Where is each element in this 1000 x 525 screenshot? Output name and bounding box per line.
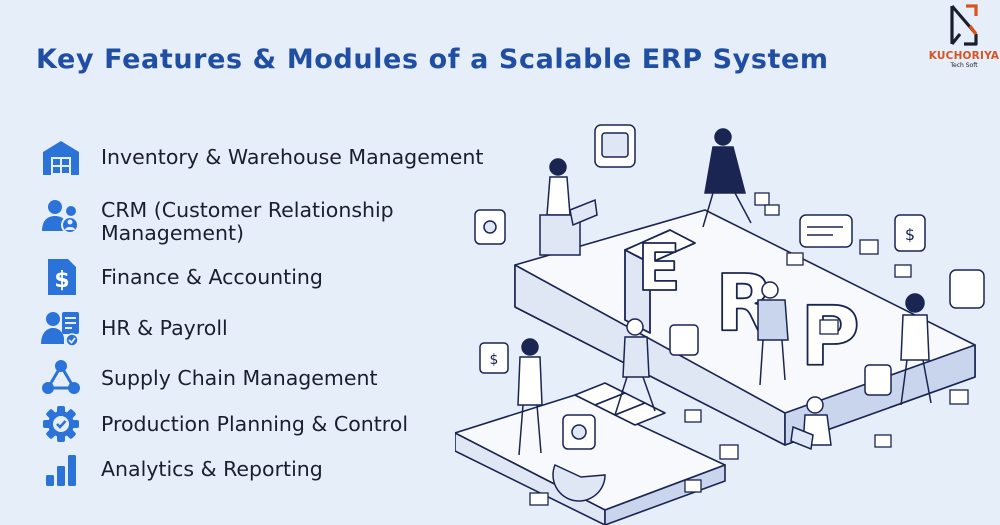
- logo-mark-icon: [950, 4, 978, 46]
- feature-label-line2: Management): [101, 221, 245, 245]
- feature-label: Inventory & Warehouse Management: [101, 145, 484, 169]
- feature-production: Production Planning & Control: [40, 403, 408, 445]
- feature-hr-payroll: HR & Payroll: [40, 307, 228, 349]
- svg-text:$: $: [490, 352, 499, 368]
- letter-p: P: [800, 290, 860, 385]
- feature-supply-chain: Supply Chain Management: [40, 357, 378, 399]
- logo-tagline: Tech Soft: [950, 62, 978, 69]
- feature-inventory: Inventory & Warehouse Management: [40, 136, 483, 178]
- decorative-cubes: [529, 192, 969, 506]
- erp-isometric-illustration: E R P: [455, 124, 985, 525]
- feature-label: HR & Payroll: [101, 316, 228, 340]
- feature-label: Supply Chain Management: [101, 366, 378, 390]
- feature-label: CRM (Customer Relationship: [101, 198, 394, 222]
- logo-brand: KUCHORIYA: [928, 50, 1000, 62]
- feature-label: Finance & Accounting: [101, 265, 323, 289]
- employee-id-icon: [40, 307, 82, 349]
- floating-app-cards: $ $: [474, 124, 985, 502]
- feature-label: Production Planning & Control: [101, 412, 409, 436]
- network-nodes-icon: [40, 357, 82, 399]
- feature-finance: $ Finance & Accounting: [40, 256, 323, 298]
- svg-text:$: $: [905, 225, 915, 244]
- svg-text:$: $: [54, 268, 69, 293]
- feature-list: Inventory & Warehouse Management CRM (Cu…: [40, 0, 520, 525]
- dollar-document-icon: $: [40, 256, 82, 298]
- customer-users-icon: [40, 194, 82, 236]
- feature-analytics: Analytics & Reporting: [40, 448, 323, 490]
- people-figures: [517, 128, 932, 456]
- feature-label: Analytics & Reporting: [101, 457, 323, 481]
- letter-p-block: P: [799, 289, 861, 386]
- warehouse-icon: [40, 136, 82, 178]
- gear-check-icon: [40, 403, 82, 445]
- page-title: Key Features & Modules of a Scalable ERP…: [36, 44, 829, 75]
- letter-e: E: [637, 232, 681, 306]
- company-logo: KUCHORIYA Tech Soft: [928, 4, 1000, 70]
- bar-chart-icon: [40, 448, 82, 490]
- feature-crm: CRM (Customer Relationship Management): [40, 194, 394, 245]
- letter-e-block: E: [624, 229, 696, 334]
